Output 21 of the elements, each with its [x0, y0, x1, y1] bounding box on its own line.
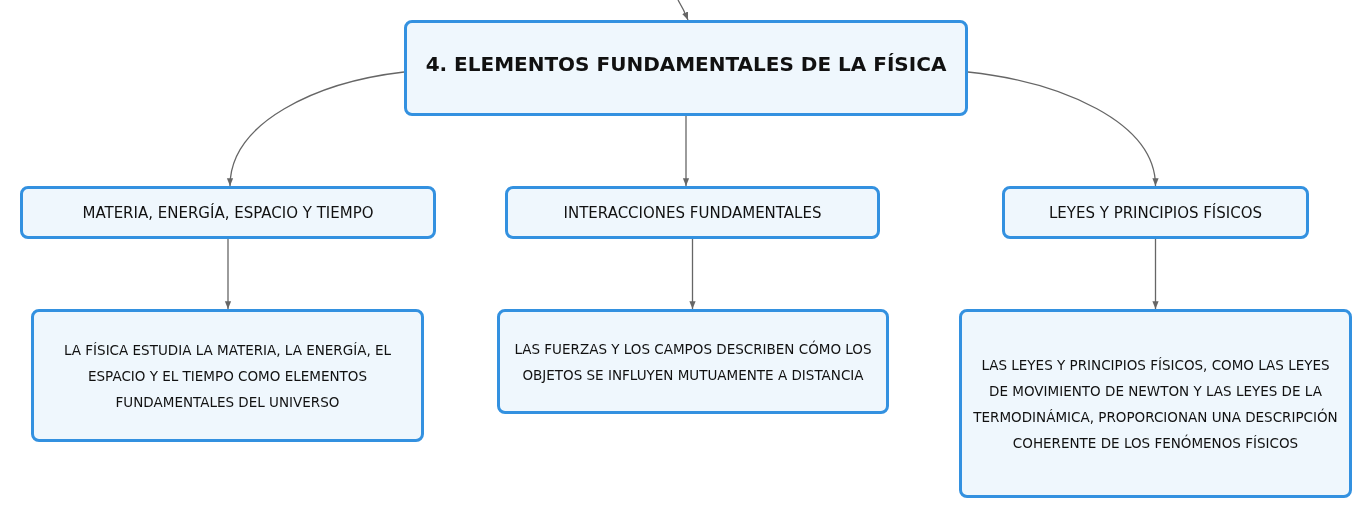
node-text: INTERACCIONES FUNDAMENTALES: [563, 203, 822, 222]
description-box: [31, 309, 424, 442]
node-text: LEYES Y PRINCIPIOS FÍSICOS: [1048, 203, 1263, 222]
arrow: [689, 238, 696, 310]
description-box: [497, 309, 889, 414]
topic-box: [404, 20, 968, 116]
arrow: [677, 0, 689, 21]
node-text: MATERIA, ENERGÍA, ESPACIO Y TIEMPO: [82, 203, 374, 222]
arrow: [1152, 238, 1159, 310]
description-box: [959, 309, 1352, 498]
arrow: [967, 71, 1158, 187]
subtopic-box: [1002, 186, 1309, 239]
arrow: [682, 115, 690, 187]
subtopic-box: [505, 186, 880, 239]
node-text: 4. ELEMENTOS FUNDAMENTALES DE LA FÍSICA: [425, 52, 947, 76]
subtopic-box: [20, 186, 436, 239]
node-text: LAS FUERZAS Y LOS CAMPOS DESCRIBEN CÓMO LOS OBJETOS SE INFLUYEN MUTUAMENTE A DISTANCIA: [513, 339, 873, 385]
node-text: LA FÍSICA ESTUDIA LA MATERIA, LA ENERGÍA, EL ESPACIO Y EL TIEMPO COMO ELEMENTOS FUNDAMENTALES DEL UNIVERSO: [62, 340, 393, 412]
arrow: [224, 238, 232, 310]
node-text: LAS LEYES Y PRINCIPIOS FÍSICOS, COMO LAS LEYES DE MOVIMIENTO DE NEWTON Y LAS LEYES DE LA TERMODINÁMICA, PROPORCIONAN UNA DESCRIPCIÓN COHERENTE DE LOS FENÓMENOS FÍSICOS: [972, 355, 1339, 453]
arrow: [227, 71, 405, 187]
